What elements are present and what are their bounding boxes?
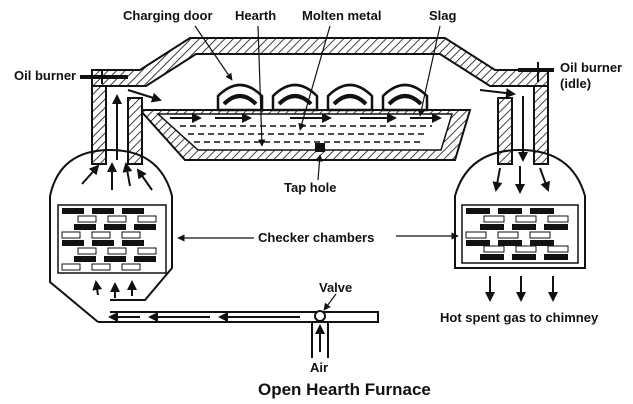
tap-hole-label: Tap hole	[284, 180, 336, 195]
oil-burner-left-label: Oil burner	[14, 68, 76, 83]
right-flue	[479, 85, 549, 165]
right-oil-burner	[518, 62, 554, 82]
tap-hole	[315, 143, 325, 152]
charging-doors	[216, 83, 429, 112]
charging-door-label: Charging door	[123, 8, 213, 23]
left-checker-bricks	[57, 204, 167, 274]
valve-label: Valve	[319, 280, 352, 295]
right-checker-chamber	[454, 148, 586, 302]
air-label: Air	[310, 360, 328, 375]
air-duct	[98, 311, 379, 323]
charging-door	[326, 83, 374, 112]
checker-chambers-label: Checker chambers	[258, 230, 374, 245]
oil-burner-right-label: Oil burner	[560, 60, 622, 75]
charging-door	[216, 83, 264, 112]
leader-lines	[177, 25, 459, 311]
diagram-title: Open Hearth Furnace	[258, 380, 431, 399]
right-checker-bricks	[461, 204, 579, 264]
charging-door	[271, 83, 319, 112]
hearth-basin	[137, 109, 472, 161]
left-flue	[91, 85, 162, 165]
oil-burner-right-idle-label: (idle)	[560, 76, 591, 91]
charging-door	[381, 83, 429, 112]
hearth-label: Hearth	[235, 8, 276, 23]
slag-label: Slag	[429, 8, 457, 23]
molten-metal-bath	[180, 125, 432, 143]
left-checker-chamber	[49, 148, 173, 323]
hot-gas-label: Hot spent gas to chimney	[440, 310, 599, 325]
molten-metal-label: Molten metal	[302, 8, 381, 23]
valve	[311, 310, 329, 358]
left-oil-burner	[80, 70, 128, 84]
